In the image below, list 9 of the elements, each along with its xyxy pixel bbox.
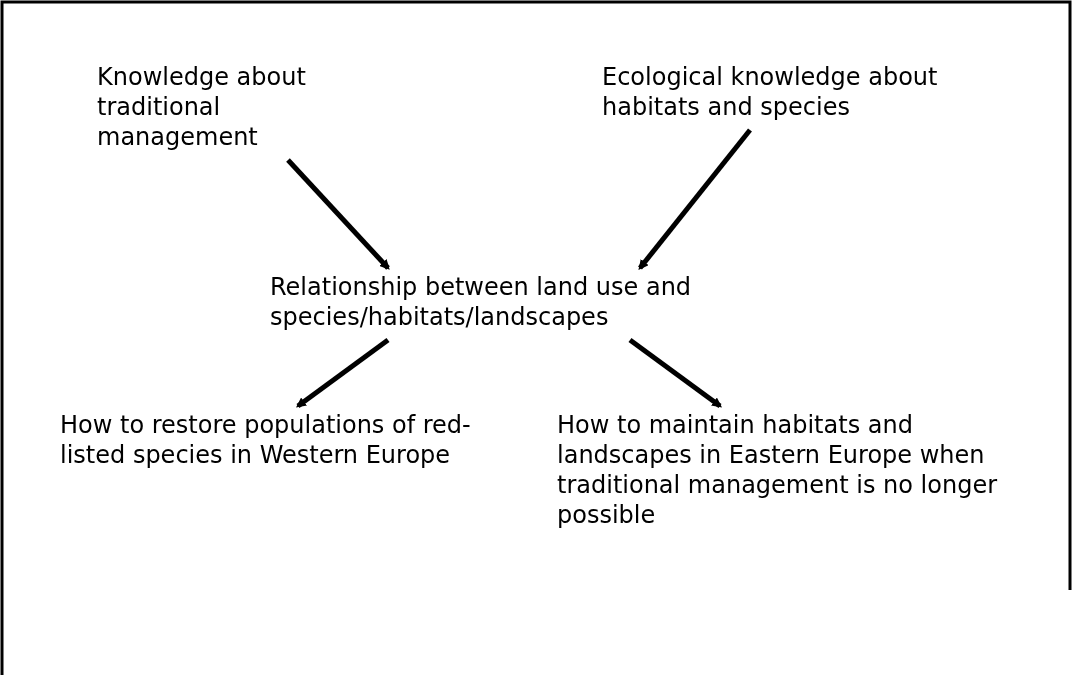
arrow <box>296 338 390 408</box>
node-text: Ecological knowledge about habitats and species <box>602 62 942 122</box>
arrow <box>286 158 390 270</box>
arrow <box>628 338 722 408</box>
node-text: How to restore populations of red-listed species in Western Europe <box>60 410 530 470</box>
node-text: Knowledge about traditional management <box>97 62 387 152</box>
arrow <box>638 128 752 270</box>
node-text: Relationship between land use and species/habitats/landscapes <box>270 272 830 332</box>
node-text: How to maintain habitats and landscapes in Eastern Europe when traditional management is no longer possible <box>557 410 1047 530</box>
